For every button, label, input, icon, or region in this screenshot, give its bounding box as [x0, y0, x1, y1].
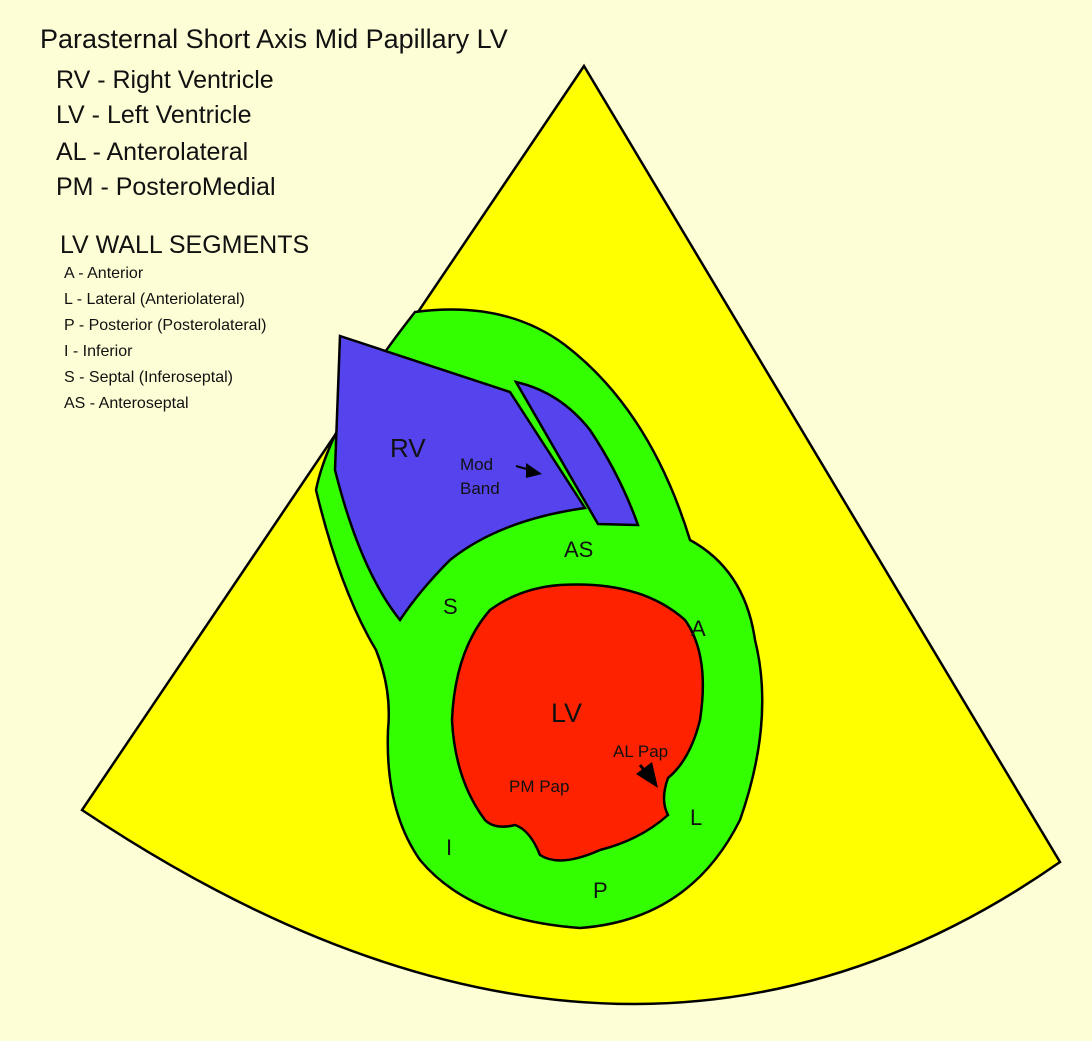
wall-segment-posterior: P - Posterior (Posterolateral) — [64, 318, 266, 334]
segment-label-l: L — [690, 805, 702, 830]
abbreviation-al: AL - Anterolateral — [56, 140, 248, 165]
abbreviation-pm: PM - PosteroMedial — [56, 175, 276, 200]
wall-segment-anteroseptal: AS - Anteroseptal — [64, 396, 189, 412]
abbreviation-rv: RV - Right Ventricle — [56, 68, 274, 93]
wall-segment-septal: S - Septal (Inferoseptal) — [64, 370, 233, 386]
abbreviation-lv: LV - Left Ventricle — [56, 103, 251, 128]
segment-label-as: AS — [564, 537, 593, 562]
mod-band-label-line2: Band — [460, 479, 500, 498]
wall-segment-inferior: I - Inferior — [64, 344, 132, 360]
segment-label-s: S — [443, 594, 458, 619]
mod-band-label-line1: Mod — [460, 455, 493, 474]
wall-segment-anterior: A - Anterior — [64, 266, 143, 282]
al-pap-label: AL Pap — [613, 742, 668, 761]
diagram-title: Parasternal Short Axis Mid Papillary LV — [40, 26, 508, 53]
segment-label-a: A — [691, 616, 706, 641]
wall-segments-heading: LV WALL SEGMENTS — [60, 233, 309, 258]
wall-segment-lateral: L - Lateral (Anteriolateral) — [64, 292, 245, 308]
segment-label-i: I — [446, 835, 452, 860]
lv-label: LV — [551, 698, 582, 728]
pm-pap-label: PM Pap — [509, 777, 569, 796]
rv-label: RV — [390, 433, 426, 463]
segment-label-p: P — [593, 878, 608, 903]
